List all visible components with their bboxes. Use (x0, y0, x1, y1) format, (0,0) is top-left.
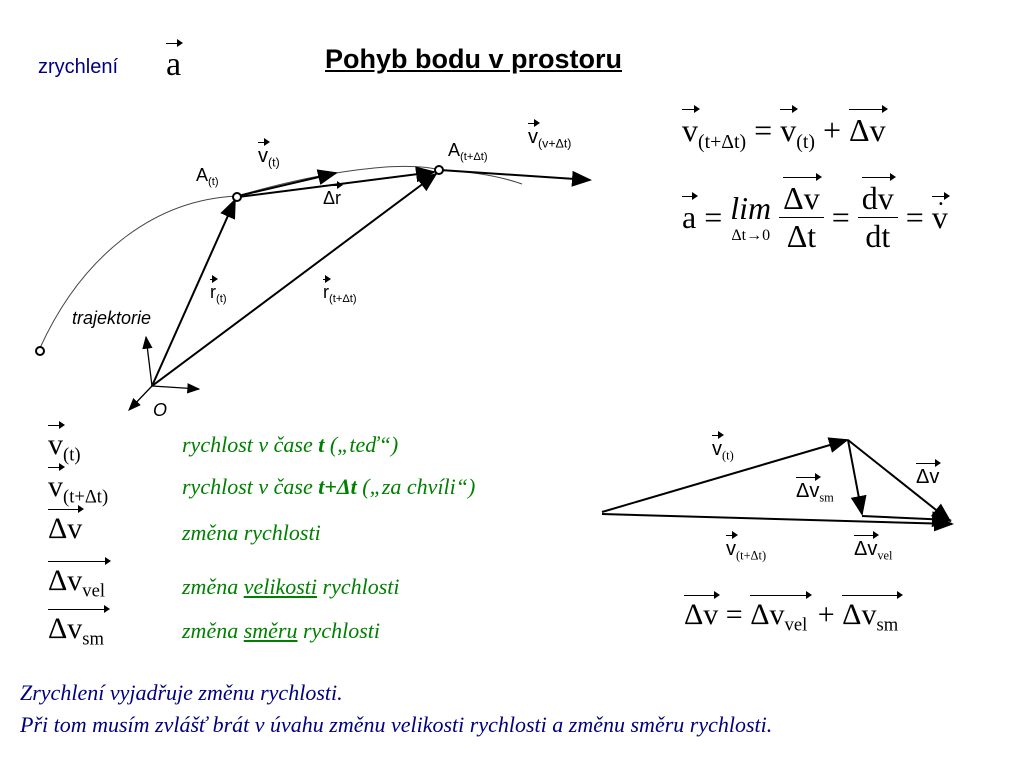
axis-down (128, 385, 153, 411)
label-v-next: v(v+Δt) (528, 119, 572, 151)
legend-symbol-4: Δvvel (48, 557, 112, 603)
legend-symbol-1: v(t) (48, 421, 81, 466)
footer-line-2: Při tom musím zvlášť brát v úvahu změnu … (20, 712, 773, 737)
label-v-t: v(t) (258, 138, 280, 170)
velocity-triangle (601, 437, 954, 532)
vector-v-t (237, 169, 338, 197)
legend-text-2: rychlost v čase t+Δt („za chvíli“) (182, 474, 476, 499)
formula-velocity-sum: v(t+Δt) = v(t) + Δv (682, 105, 888, 153)
motion-diagram (35, 165, 592, 411)
label-delta-r: Δr (323, 181, 344, 208)
legend-symbol-3: Δv (48, 505, 85, 545)
start-point (35, 346, 45, 356)
zrychleni-label: zrychlení (38, 56, 119, 78)
axis-right (151, 383, 201, 394)
label-trajectory: trajektorie (72, 308, 152, 328)
label-origin: O (153, 400, 168, 420)
page-title: Pohyb bodu v prostoru (325, 44, 622, 74)
tri-v-t (601, 437, 849, 513)
vector-r-t (151, 198, 236, 387)
formula-dv-sum: Δv = Δvvel + Δvsm (684, 591, 904, 637)
legend-text-4: změna velikosti rychlosti (182, 574, 400, 599)
legend-symbol-2: v(t+Δt) (48, 463, 109, 508)
legend-text-1: rychlost v čase t („teď“) (182, 432, 399, 457)
label-a-next: A(t+Δt) (448, 140, 488, 163)
vector-r-next (151, 172, 438, 387)
label-r-t: r(t) (210, 275, 227, 305)
point-a-t (232, 192, 242, 202)
tri-label-dv-sm: Δvsm (796, 473, 834, 505)
legend-text-3: změna rychlosti (182, 520, 321, 545)
legend-text-5: změna směru rychlosti (182, 618, 380, 643)
footer-line-1: Zrychlení vyjadřuje změnu rychlosti. (20, 680, 343, 705)
acceleration-symbol: a (166, 39, 184, 84)
vector-v-next (439, 169, 592, 187)
point-a-next (434, 165, 444, 175)
tri-dv (847, 439, 952, 523)
tri-dv-sm (847, 439, 867, 516)
legend-symbol-5: Δvsm (48, 605, 110, 651)
vector-a: a (166, 39, 184, 83)
label-r-next: r(t+Δt) (323, 275, 357, 305)
axis-up (142, 335, 153, 387)
tri-label-v-t: v(t) (712, 431, 734, 463)
tri-dv-vel (861, 511, 952, 528)
label-a-t: A(t) (196, 165, 219, 188)
tri-v-next (601, 513, 954, 532)
tri-label-v-next: v(t+Δt) (726, 531, 767, 563)
dot: . (937, 185, 944, 211)
tri-label-dv: Δv (916, 459, 942, 488)
tri-label-dv-vel: Δvvel (854, 531, 893, 563)
